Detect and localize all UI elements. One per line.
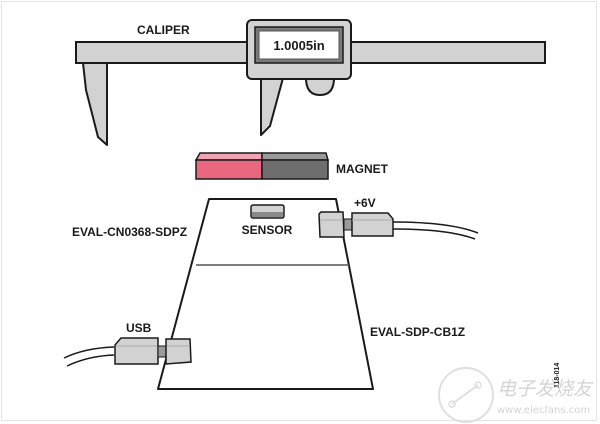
power-cable [392, 221, 479, 240]
caliper-label: CALIPER [137, 23, 190, 37]
magnet-south-pole [261, 159, 329, 180]
power-connector [318, 211, 479, 240]
watermark-chinese: 电子发烧友 [497, 378, 594, 400]
magnet-north-top [194, 152, 263, 161]
magnet: MAGNET [194, 152, 389, 180]
watermark-logo-icon [438, 367, 494, 423]
usb-label: USB [126, 321, 152, 335]
caliper-reading: 1.0005in [273, 38, 324, 53]
caliper: 1.0005in CALIPER [75, 19, 546, 146]
figure-code: 118-014 [554, 363, 561, 388]
sensor-board-label: EVAL-CN0368-SDPZ [72, 225, 187, 239]
caliper-sliding-jaw [260, 77, 284, 136]
magnet-label: MAGNET [336, 162, 389, 176]
caliper-thumb-wheel [304, 77, 336, 97]
magnet-south-top [261, 152, 329, 161]
sensor-label: SENSOR [242, 223, 293, 237]
board-stack [157, 198, 374, 390]
sensor-chip [250, 204, 285, 219]
magnet-north-pole [195, 159, 263, 180]
board-outline [157, 198, 374, 390]
caliper-display-screen [258, 30, 340, 60]
usb-cable [63, 346, 115, 367]
usb-connector [63, 337, 192, 367]
controller-board-label: EVAL-SDP-CB1Z [370, 325, 465, 339]
caliper-fixed-jaw [82, 62, 108, 146]
watermark: 电子发烧友 www.elecfans.com [438, 367, 594, 423]
watermark-url: www.elecfans.com [497, 405, 590, 416]
power-connector-label: +6V [354, 196, 376, 210]
